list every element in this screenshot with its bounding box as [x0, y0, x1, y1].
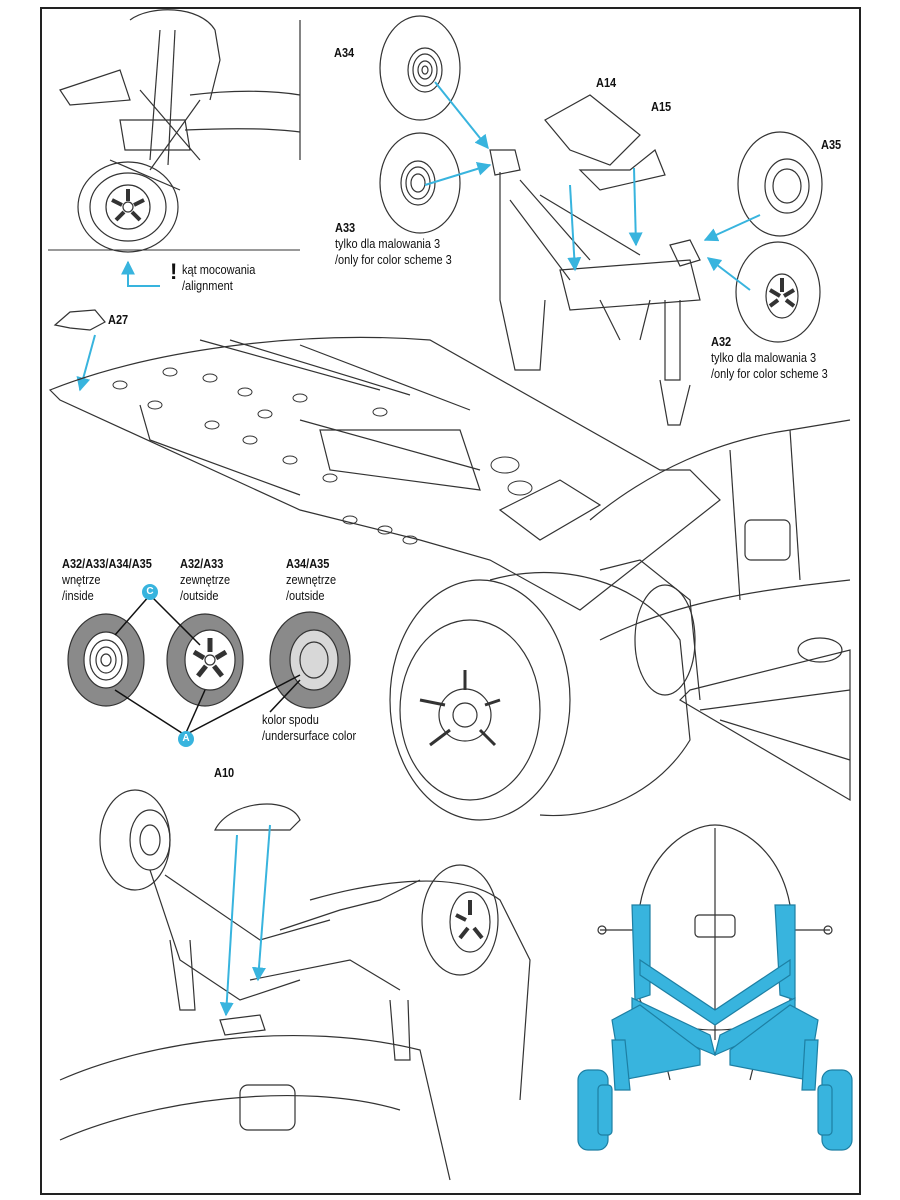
a33-note-pl: tylko dla malowania 3: [335, 237, 441, 251]
label-a35: A35: [821, 138, 842, 152]
legend-out2-pl: zewnętrze: [286, 573, 337, 587]
legend-inside-parts: A32/A33/A34/A35: [62, 557, 152, 571]
legend-out1-en: /outside: [180, 589, 219, 603]
gear-leg: [489, 94, 701, 426]
legend-outside-1: A32/A33 zewnętrze /outside: [180, 556, 230, 604]
alignment-arrow: [121, 260, 160, 287]
legend-under-en: /undersurface color: [262, 729, 357, 743]
page-frame: [40, 7, 861, 1195]
label-a33: A33: [335, 221, 356, 235]
wheel-a33: [379, 132, 461, 234]
label-a10: A10: [214, 766, 235, 780]
label-a32: A32: [711, 335, 732, 349]
assembly-arrows: [76, 81, 761, 392]
alignment-note-en: /alignment: [182, 279, 233, 293]
bottom-gear-view: [59, 789, 531, 1181]
legend-inside-pl: wnętrze: [62, 573, 101, 587]
label-a33-block: A33 tylko dla malowania 3 /only for colo…: [335, 220, 452, 268]
color-badge-a: A: [178, 731, 194, 747]
wheel-a32: [735, 241, 821, 343]
legend-out1-parts: A32/A33: [180, 557, 224, 571]
legend-out2-en: /outside: [286, 589, 325, 603]
label-a15: A15: [651, 100, 672, 114]
engine-cowling: [389, 559, 701, 821]
legend-under-pl: kolor spodu: [262, 713, 319, 727]
label-a27: A27: [108, 313, 129, 327]
label-a32-block: A32 tylko dla malowania 3 /only for colo…: [711, 334, 828, 382]
wing-holes: [112, 367, 533, 545]
legend-out2-parts: A34/A35: [286, 557, 330, 571]
a33-note-en: /only for color scheme 3: [335, 253, 452, 267]
fuselage: [589, 419, 851, 802]
legend-wheel-outside-a32-a33: [166, 613, 244, 707]
inset-gear-alignment: [59, 9, 301, 253]
part-a27-shape: [53, 309, 106, 331]
wheel-a34: [379, 15, 461, 121]
exclamation-icon: !: [170, 259, 178, 284]
legend-wheel-inside: [67, 613, 145, 707]
legend-undersurface: kolor spodu /undersurface color: [262, 712, 356, 744]
label-a34: A34: [334, 46, 355, 60]
alignment-note: kąt mocowania /alignment: [182, 262, 255, 294]
wing-outline: [48, 336, 721, 611]
legend-wheel-outside-a34-a35: [269, 611, 351, 709]
a32-note-en: /only for color scheme 3: [711, 367, 828, 381]
legend-pointer-lines: [114, 594, 301, 736]
a32-note-pl: tylko dla malowania 3: [711, 351, 817, 365]
color-badge-c: C: [142, 584, 158, 600]
label-a14: A14: [596, 76, 617, 90]
wheel-a35: [737, 131, 823, 237]
alignment-note-pl: kąt mocowania: [182, 263, 256, 277]
front-view-gear-blue: [577, 904, 853, 1151]
legend-out1-pl: zewnętrze: [180, 573, 231, 587]
legend-inside-en: /inside: [62, 589, 94, 603]
legend-outside-2: A34/A35 zewnętrze /outside: [286, 556, 336, 604]
legend-inside: A32/A33/A34/A35 wnętrze /inside: [62, 556, 152, 604]
a10-arrows: [219, 824, 271, 1017]
